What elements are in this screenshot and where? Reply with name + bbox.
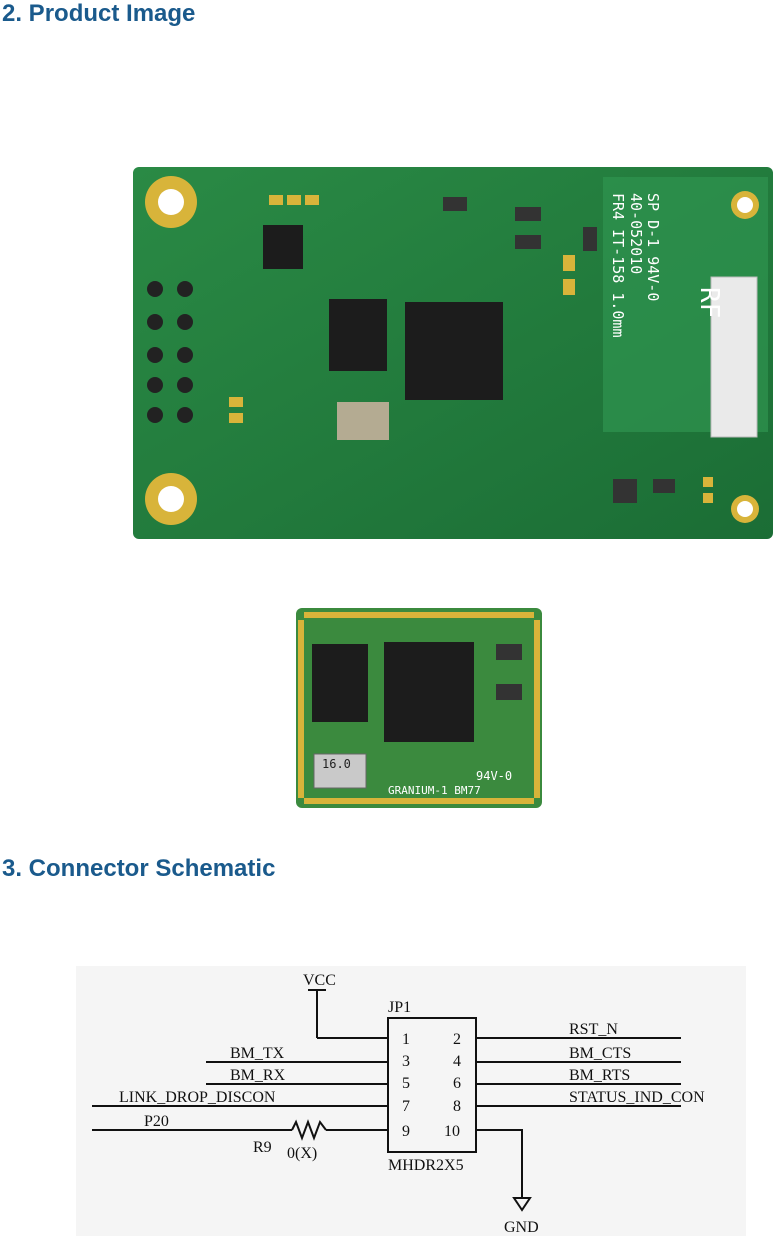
signal-p20: P20	[144, 1113, 169, 1130]
pin-8: 8	[453, 1098, 461, 1115]
connector-schematic: VCC JP1 MHDR2X5 GND BM_TX BM_RX LINK_DRO…	[76, 966, 746, 1236]
vcc-label: VCC	[303, 972, 336, 989]
connector-part-label: MHDR2X5	[388, 1157, 464, 1174]
pin-10: 10	[444, 1123, 460, 1140]
resistor-value-label: 0(X)	[287, 1145, 317, 1162]
module-marking-rating: 94V-0	[476, 769, 512, 783]
pin-4: 4	[453, 1053, 461, 1070]
module-marking-name: GRANIUM-1 BM77	[388, 784, 481, 797]
gnd-label: GND	[504, 1219, 539, 1236]
signal-bm-cts: BM_CTS	[569, 1045, 631, 1062]
connector-ref-label: JP1	[388, 999, 411, 1016]
pin-9: 9	[402, 1123, 410, 1140]
section-heading-connector-schematic: 3. Connector Schematic	[2, 855, 276, 882]
pin-6: 6	[453, 1075, 461, 1092]
signal-bm-tx: BM_TX	[230, 1045, 285, 1062]
signal-bm-rts: BM_RTS	[569, 1067, 630, 1084]
signal-bm-rx: BM_RX	[230, 1067, 286, 1084]
pin-2: 2	[453, 1031, 461, 1048]
board-marking-fr4: FR4 IT-158 1.0mm	[609, 193, 627, 338]
signal-link-drop-discon: LINK_DROP_DISCON	[119, 1089, 276, 1106]
resistor-ref-label: R9	[253, 1139, 272, 1156]
pin-7: 7	[402, 1098, 410, 1115]
board-marking-sp: SP D-1 94V-0	[644, 193, 662, 301]
signal-status-ind-con: STATUS_IND_CON	[569, 1089, 705, 1106]
product-board-photo: SP D-1 94V-0 40-052010 FR4 IT-158 1.0mm …	[133, 167, 773, 539]
board-marking-rf: RF	[694, 287, 724, 318]
board-marking-serial: 40-052010	[627, 193, 645, 274]
pin-3: 3	[402, 1053, 410, 1070]
module-marking-crystal: 16.0	[322, 757, 351, 771]
section-heading-product-image: 2. Product Image	[2, 0, 196, 27]
module-photo: 16.0 94V-0 GRANIUM-1 BM77	[296, 608, 542, 808]
pin-1: 1	[402, 1031, 410, 1048]
signal-rst-n: RST_N	[569, 1021, 618, 1038]
pin-5: 5	[402, 1075, 410, 1092]
